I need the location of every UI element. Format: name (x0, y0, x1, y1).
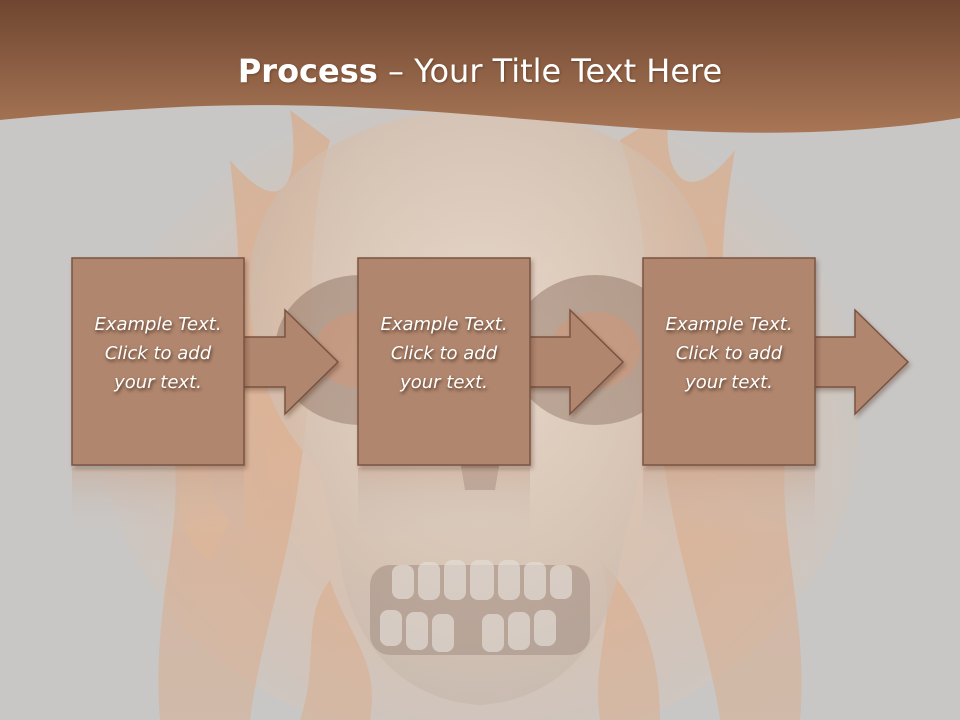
step-2-arrow (525, 308, 625, 416)
step-2-box (357, 257, 531, 466)
step-3-reflection (643, 468, 815, 538)
step-1-line-3: your text. (114, 372, 202, 393)
step-2-line-2: Click to add (390, 343, 498, 364)
step-3-line-3: your text. (685, 372, 773, 393)
process-step-2[interactable] (357, 257, 625, 538)
step-1-line-1: Example Text. (94, 314, 222, 335)
step-1-reflection (72, 468, 244, 538)
step-2-reflection (358, 468, 530, 538)
title-band (0, 0, 960, 133)
slide-title[interactable]: Process – Your Title Text Here (0, 52, 960, 90)
step-3-arrow (810, 308, 910, 416)
step-1-text[interactable]: Example Text. Click to add your text. (72, 310, 244, 397)
process-step-1[interactable] (71, 257, 340, 538)
step-3-box (642, 257, 816, 466)
step-1-arrow (239, 308, 340, 416)
step-1-line-2: Click to add (104, 343, 212, 364)
title-bold-text: Process (237, 52, 378, 90)
step-1-box (71, 257, 245, 466)
step-2-line-1: Example Text. (380, 314, 508, 335)
step-2-text[interactable]: Example Text. Click to add your text. (358, 310, 530, 397)
step-3-line-1: Example Text. (665, 314, 793, 335)
step-3-text[interactable]: Example Text. Click to add your text. (643, 310, 815, 397)
process-step-3[interactable] (642, 257, 910, 538)
step-2-line-3: your text. (400, 372, 488, 393)
step-3-line-2: Click to add (675, 343, 783, 364)
title-regular-text: – Your Title Text Here (377, 52, 723, 90)
